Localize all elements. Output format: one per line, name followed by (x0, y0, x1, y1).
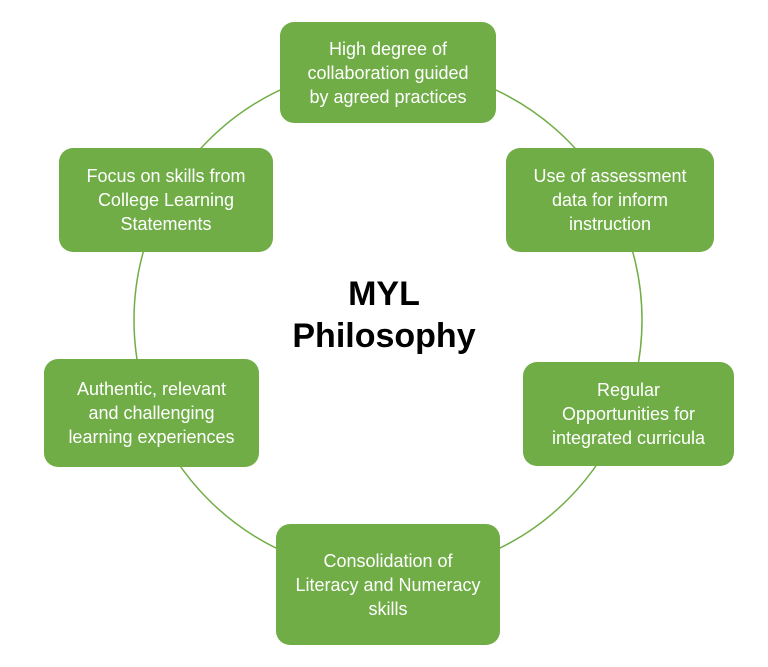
node-learning-experiences: Authentic, relevant and challenging lear… (44, 359, 259, 467)
node-assessment-data: Use of assessment data for inform instru… (506, 148, 714, 252)
node-skills-focus: Focus on skills from College Learning St… (59, 148, 273, 252)
node-integrated-curricula: Regular Opportunities for integrated cur… (523, 362, 734, 466)
diagram-title: MYL Philosophy (292, 275, 476, 355)
node-collaboration: High degree of collaboration guided by a… (280, 22, 496, 123)
node-literacy-numeracy: Consolidation of Literacy and Numeracy s… (276, 524, 500, 645)
